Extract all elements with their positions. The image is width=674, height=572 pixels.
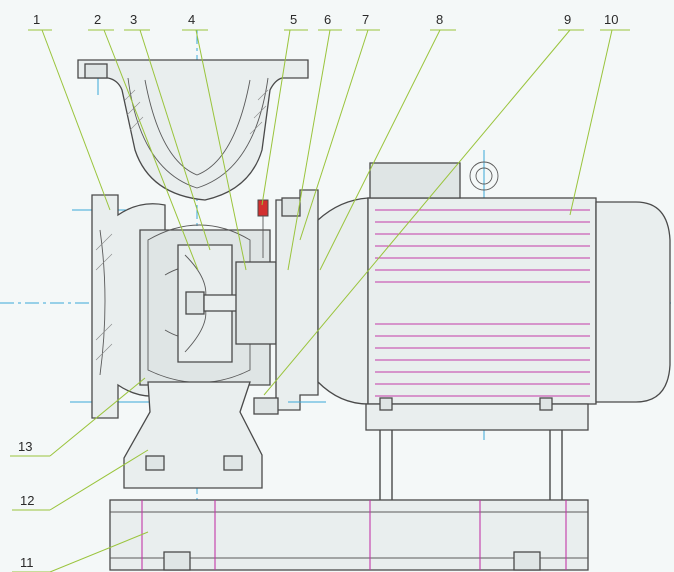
callout-4: 4 bbox=[188, 12, 195, 27]
lower-bracket-bolt bbox=[253, 397, 279, 415]
impeller-nut bbox=[185, 291, 205, 315]
support-bolt-left bbox=[145, 455, 165, 471]
motor-stand bbox=[379, 430, 563, 500]
pump-support bbox=[123, 381, 263, 489]
callout-labels: 1 2 3 4 5 6 7 8 9 10 11 12 13 bbox=[18, 12, 618, 570]
motor-body bbox=[367, 197, 597, 405]
callout-10: 10 bbox=[604, 12, 618, 27]
inlet-flange bbox=[77, 59, 309, 201]
lifting-eye bbox=[469, 161, 499, 191]
callout-3: 3 bbox=[130, 12, 137, 27]
callout-5: 5 bbox=[290, 12, 297, 27]
callout-2: 2 bbox=[94, 12, 101, 27]
vent-plug bbox=[257, 199, 269, 217]
callout-13: 13 bbox=[18, 439, 32, 454]
terminal-box bbox=[369, 162, 461, 199]
upper-bracket-bolt bbox=[281, 197, 301, 217]
callout-8: 8 bbox=[436, 12, 443, 27]
mechanical-seal bbox=[235, 261, 277, 345]
base-frame bbox=[109, 499, 589, 571]
callout-12: 12 bbox=[20, 493, 34, 508]
motor-foot-bolt-left bbox=[379, 397, 393, 411]
callout-11: 11 bbox=[20, 555, 34, 570]
leader-lines bbox=[10, 29, 630, 572]
top-bolt bbox=[84, 63, 108, 79]
cooling-fins bbox=[375, 209, 590, 397]
base-bolt-right bbox=[513, 551, 541, 571]
support-bolt-right bbox=[223, 455, 243, 471]
base-bolt-left bbox=[163, 551, 191, 571]
callout-6: 6 bbox=[324, 12, 331, 27]
callout-1: 1 bbox=[33, 12, 40, 27]
motor-bracket bbox=[253, 189, 326, 415]
callout-9: 9 bbox=[564, 12, 571, 27]
electric-motor bbox=[317, 161, 671, 431]
motor-foot-bolt-right bbox=[539, 397, 553, 411]
motor-fan-cover bbox=[595, 201, 671, 403]
callout-7: 7 bbox=[362, 12, 369, 27]
motor-feet bbox=[365, 403, 589, 431]
